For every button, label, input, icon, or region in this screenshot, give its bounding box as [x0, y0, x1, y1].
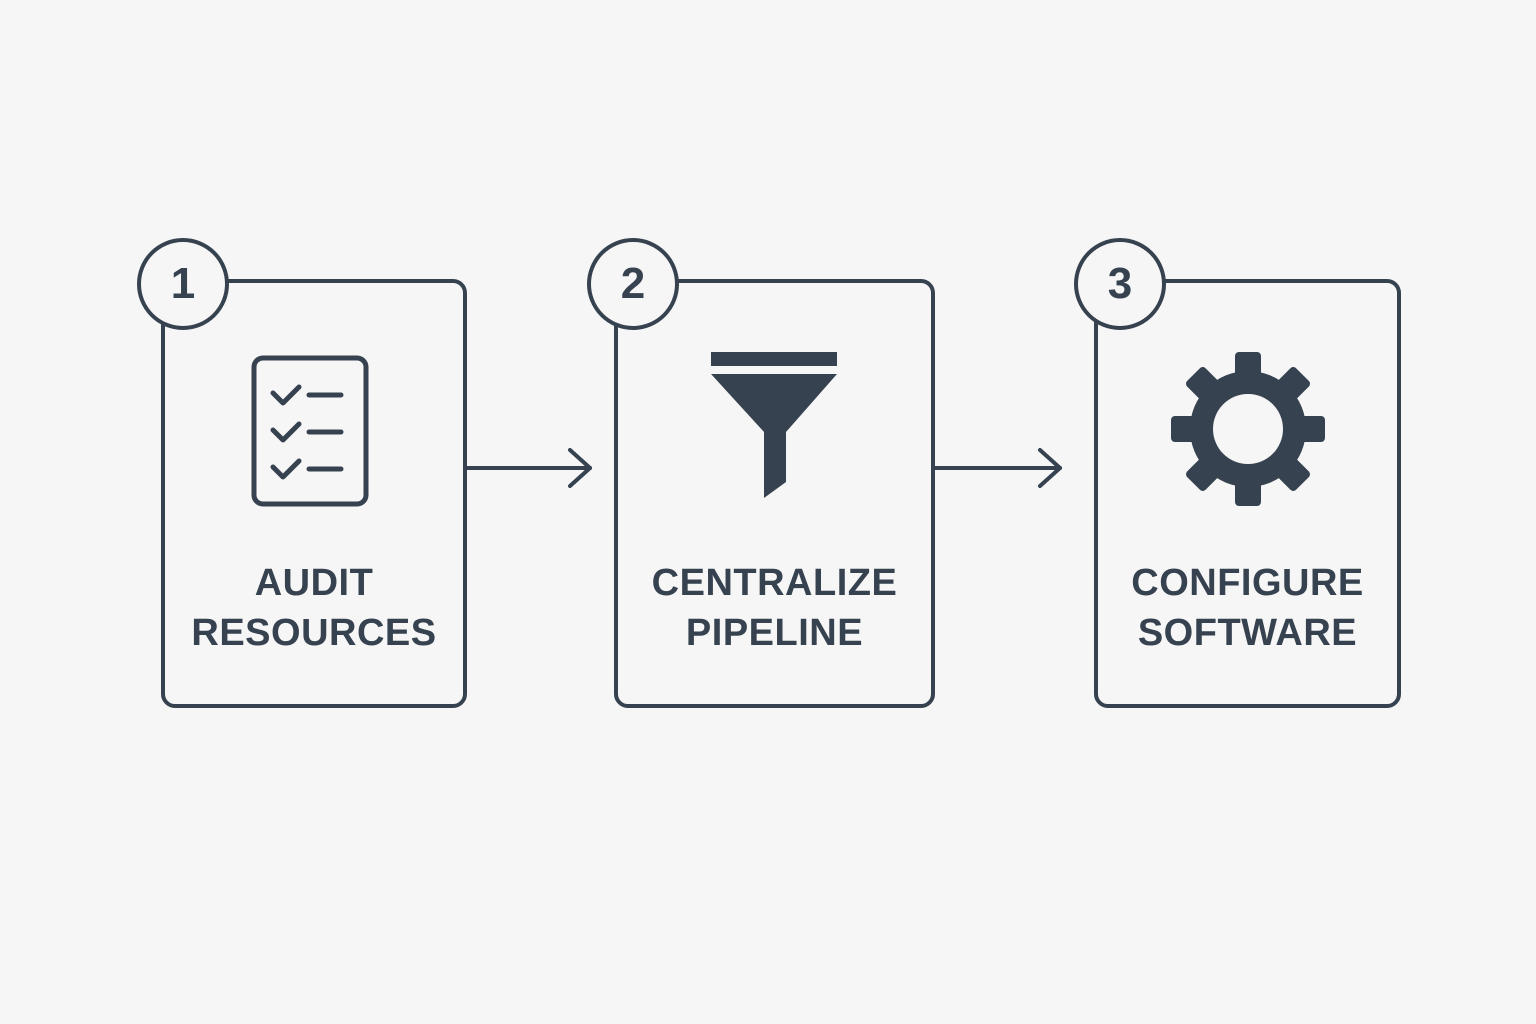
step-number: 1 [170, 259, 196, 308]
funnel-icon [711, 352, 837, 498]
checklist-icon [251, 355, 369, 507]
step-number-badge: 3 [1074, 238, 1166, 330]
step-label-line1: CENTRALIZE [651, 562, 898, 604]
step-number-badge: 2 [587, 238, 679, 330]
step-label-line2: PIPELINE [685, 612, 864, 654]
step-label: CENTRALIZE PIPELINE [618, 558, 931, 658]
step-card-audit-resources: AUDIT RESOURCES [161, 279, 467, 708]
step-label: CONFIGURE SOFTWARE [1098, 558, 1397, 658]
step-number: 2 [620, 259, 646, 308]
step-card-configure-software: CONFIGURE SOFTWARE [1094, 279, 1401, 708]
step-label-line2: SOFTWARE [1137, 612, 1358, 654]
arrow-right-icon [934, 448, 1062, 488]
step-label-line1: CONFIGURE [1131, 562, 1364, 604]
step-number-badge: 1 [137, 238, 229, 330]
step-label-line1: AUDIT [254, 562, 374, 604]
step-label: AUDIT RESOURCES [165, 558, 463, 658]
step-number: 3 [1107, 259, 1133, 308]
arrow-right-icon [466, 448, 592, 488]
gear-icon [1171, 352, 1325, 506]
step-label-line2: RESOURCES [191, 612, 437, 654]
step-card-centralize-pipeline: CENTRALIZE PIPELINE [614, 279, 935, 708]
